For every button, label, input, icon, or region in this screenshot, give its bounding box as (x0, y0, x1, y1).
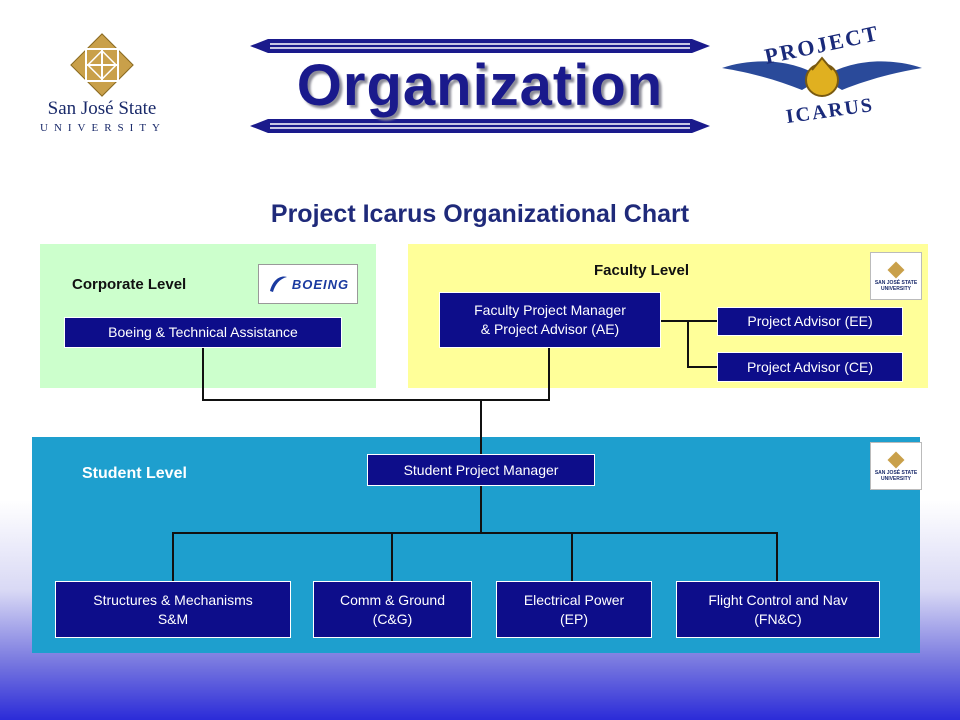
student-sjsu-logo: SAN JOSÉ STATE UNIVERSITY (870, 442, 922, 490)
icarus-logo: PROJECT ICARUS (722, 18, 922, 138)
connector-line (391, 532, 393, 581)
boeing-assistance-box: Boeing & Technical Assistance (64, 317, 342, 348)
connector-line (202, 399, 550, 401)
connector-line (571, 532, 573, 581)
connector-line (202, 348, 204, 401)
team-box-comm-ground: Comm & Ground (C&G) (313, 581, 472, 638)
sjsu-logo: San José State UNIVERSITY (40, 30, 164, 140)
connector-line (480, 399, 482, 454)
faculty-manager-box: Faculty Project Manager & Project Adviso… (439, 292, 661, 348)
chart-title: Project Icarus Organizational Chart (270, 200, 690, 228)
advisor-ce-box: Project Advisor (CE) (717, 352, 903, 382)
connector-line (480, 486, 482, 533)
sjsu-emblem-icon (70, 33, 134, 97)
team-box-structures: Structures & Mechanisms S&M (55, 581, 291, 638)
connector-line (172, 532, 174, 581)
advisor-ee-box: Project Advisor (EE) (717, 307, 903, 336)
connector-line (661, 320, 717, 322)
connector-line (172, 532, 778, 534)
sjsu-emblem-icon (887, 451, 905, 469)
student-sjsu-logo-text: SAN JOSÉ STATE UNIVERSITY (874, 470, 918, 482)
boeing-logo: BOEING (258, 264, 358, 304)
connector-line (776, 532, 778, 581)
student-manager-box: Student Project Manager (367, 454, 595, 486)
boeing-logo-text: BOEING (291, 276, 350, 292)
faculty-sjsu-logo-text: SAN JOSÉ STATE UNIVERSITY (874, 280, 918, 292)
sjsu-logo-line2: UNIVERSITY (40, 122, 166, 134)
connector-line (687, 366, 717, 368)
connector-line (548, 348, 550, 401)
faculty-sjsu-logo: SAN JOSÉ STATE UNIVERSITY (870, 252, 922, 300)
icarus-wings-icon (722, 56, 922, 97)
team-box-electrical: Electrical Power (EP) (496, 581, 652, 638)
connector-line (687, 320, 689, 368)
corporate-level-label: Corporate Level (72, 276, 187, 293)
sjsu-emblem-icon (887, 261, 905, 279)
faculty-level-label: Faculty Level (594, 262, 690, 279)
boeing-logo-icon (269, 276, 287, 292)
team-box-flight-control: Flight Control and Nav (FN&C) (676, 581, 880, 638)
page-title: Organization (296, 53, 664, 118)
sjsu-logo-line1: San José State (47, 98, 157, 119)
student-level-label: Student Level (82, 465, 187, 482)
title-decoration-icon (250, 39, 710, 133)
